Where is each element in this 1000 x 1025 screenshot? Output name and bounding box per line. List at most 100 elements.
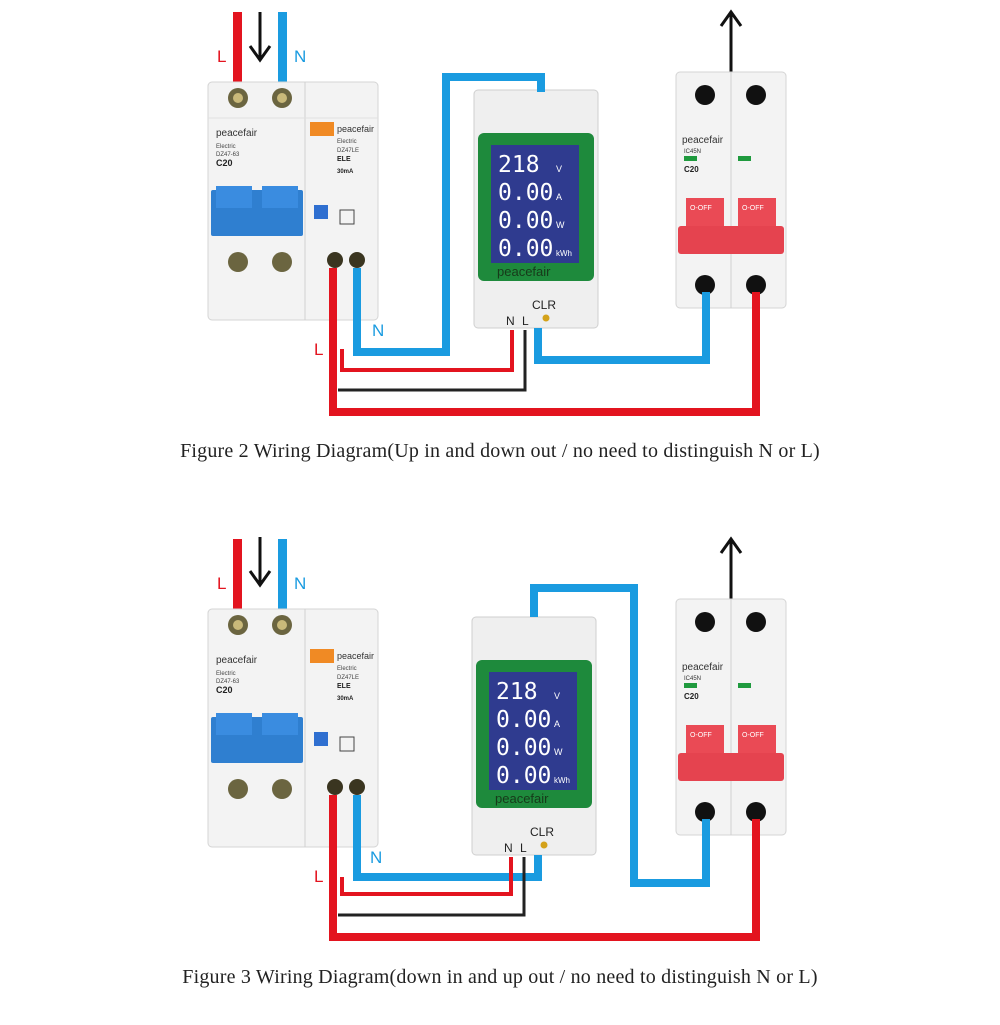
live-wire-to-mcb [329,268,760,416]
mcb-switch-label: O-OFF [742,205,764,212]
terminal-screw-icon [327,252,343,268]
input-live-label: L [217,574,226,593]
energy-meter: 218 V 0.00 A 0.00 W 0.00 kWh peacefair C… [473,89,599,329]
rcbo-right-text: Electric [337,666,357,672]
mcb-switch-label: O-OFF [690,205,712,212]
arrow-down-icon [248,12,272,63]
terminal-hole-icon [695,85,715,105]
mcb-model: IC45N [684,676,701,682]
energy-reading: 0.00 [498,236,553,262]
figure-3-caption: Figure 3 Wiring Diagram(down in and up o… [182,966,818,988]
figure-2-wiring-diagram: L N peacefair Electric DZ47-63 C20 peace… [0,0,1000,500]
power-unit: W [556,220,565,230]
rcbo-brand: peacefair [216,128,258,139]
terminal-screw-icon [349,252,365,268]
meter-terminal-l: L [522,314,529,328]
power-reading: 0.00 [496,735,551,761]
terminal-screw-icon [327,779,343,795]
blue-indicator [314,205,328,219]
mcb-brand: peacefair [682,135,724,146]
meter-n-wire [340,330,514,372]
meter-terminal-l: L [520,841,527,855]
mcb-switch-label: O-OFF [690,732,712,739]
terminal-hole-icon [695,275,715,295]
power-unit: W [554,747,563,757]
neutral-wire-to-meter [353,795,542,881]
current-unit: A [554,719,560,729]
input-neutral-label: N [294,574,306,593]
rcbo-text: Electric [216,671,236,677]
rcbo-right-text: Electric [337,139,357,145]
mcb-switch-label: O-OFF [742,732,764,739]
meter-l-wire [338,857,526,917]
voltage-unit: V [554,691,560,701]
mcb-breaker: peacefair IC45N C20 O-OFF O-OFF [675,9,787,309]
terminal-hole-icon [695,802,715,822]
arrow-down-icon [248,537,272,588]
mcb-handle [678,226,784,254]
meter-brand: peacefair [497,264,551,279]
rcbo-text: Electric [216,144,236,150]
figure-3-svg: L N peacefair Electric DZ47-63 C20 peace… [207,536,787,941]
meter-n-wire [340,857,513,896]
meter-terminal-n: N [504,841,513,855]
clr-button [542,314,550,322]
input-live-label: L [217,47,226,66]
clr-label: CLR [530,825,554,839]
terminal-screw-icon [272,779,292,799]
input-neutral-label: N [294,47,306,66]
output-neutral-label: N [370,848,382,867]
terminal-hole-icon [695,612,715,632]
voltage-reading: 218 [496,679,538,705]
terminal-screw-icon [349,779,365,795]
terminal-screw-icon [272,252,292,272]
meter-terminal-n: N [506,314,515,328]
clr-label: CLR [532,298,556,312]
mcb-rating: C20 [684,165,699,174]
meter-brand: peacefair [495,791,549,806]
energy-reading: 0.00 [496,763,551,789]
meter-l-wire [338,330,527,392]
rcbo-current: 30mA [337,169,354,175]
terminal-hole-icon [746,275,766,295]
output-live-label: L [314,340,323,359]
energy-meter: 218 V 0.00 A 0.00 W 0.00 kWh peacefair C… [471,616,597,856]
test-button [310,122,334,136]
test-button [310,649,334,663]
current-unit: A [556,192,562,202]
mcb-rating: C20 [684,692,699,701]
rcbo-right-model: DZ47LE [337,148,359,154]
energy-unit: kWh [554,776,570,785]
terminal-hole-icon [746,802,766,822]
figure-2-caption: Figure 2 Wiring Diagram(Up in and down o… [180,440,820,462]
wiring [329,73,760,416]
rcbo-right-sub: ELE [337,156,351,163]
mcb-model: IC45N [684,149,701,155]
rcbo-right-brand: peacefair [337,124,374,134]
terminal-screw-icon [228,252,248,272]
voltage-reading: 218 [498,152,540,178]
current-reading: 0.00 [498,180,553,206]
rcbo-right-brand: peacefair [337,651,374,661]
meter-lcd [489,672,577,790]
rcbo-brand: peacefair [216,655,258,666]
neutral-wire-to-mcb [530,584,710,887]
terminal-hole-icon [746,612,766,632]
rcbo-symbol-icon [339,209,355,225]
terminal-screw-icon [228,779,248,799]
voltage-unit: V [556,164,562,174]
input-live-wire [233,539,242,627]
rcbo-breaker: peacefair Electric DZ47-63 C20 peacefair… [207,608,379,848]
meter-lcd [491,145,579,263]
rcbo-model: DZ47-63 [216,679,240,685]
mcb-handle [678,753,784,781]
neutral-wire-to-mcb [534,292,710,364]
input-neutral-wire [278,12,287,100]
neutral-wire-to-meter [353,73,545,356]
power-reading: 0.00 [498,208,553,234]
figure-3-wiring-diagram: L N peacefair Electric DZ47-63 C20 peace… [0,525,1000,1025]
blue-indicator [314,732,328,746]
terminal-hole-icon [746,85,766,105]
rcbo-rating: C20 [216,158,233,168]
rcbo-rating: C20 [216,685,233,695]
